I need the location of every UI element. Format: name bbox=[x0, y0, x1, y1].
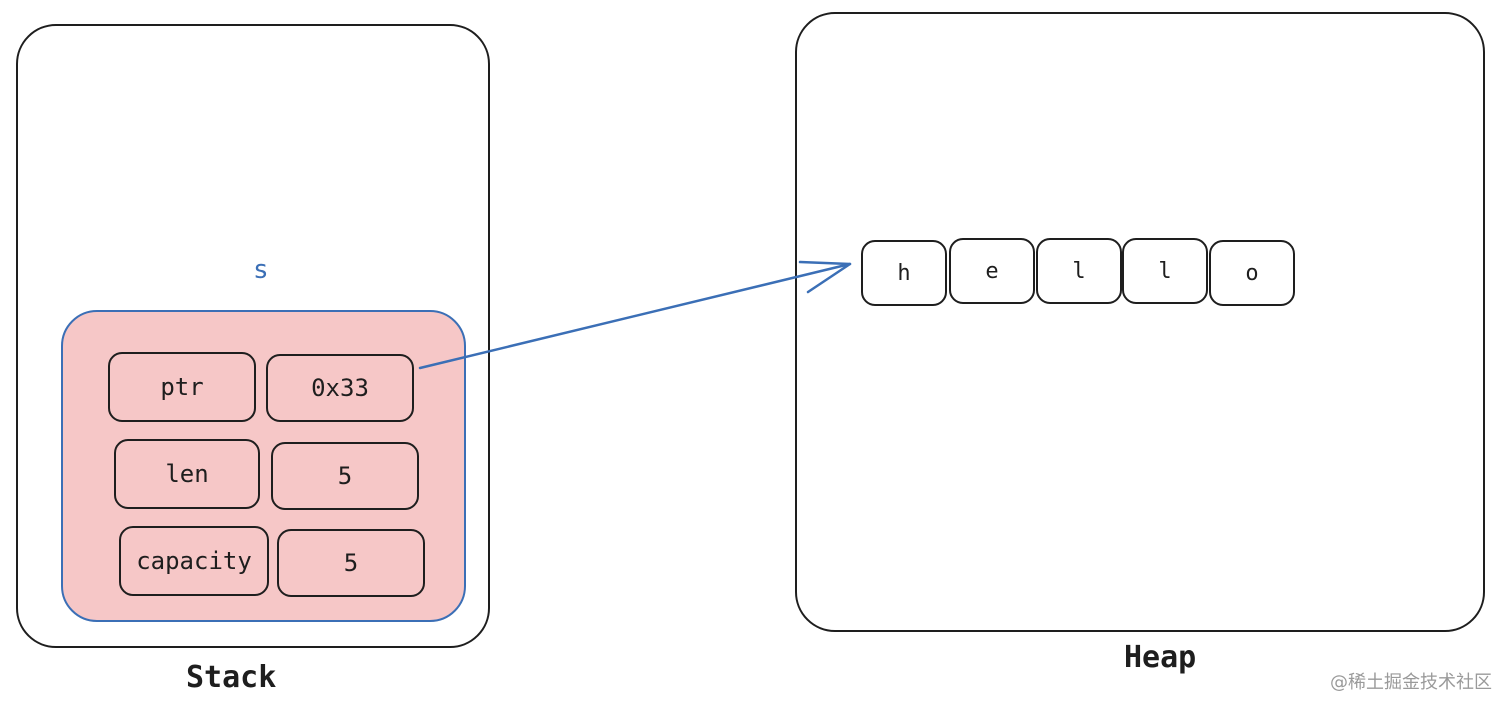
heap-char-cell: h bbox=[861, 240, 947, 306]
heap-char-cell: l bbox=[1036, 238, 1122, 304]
heap-char-cell: e bbox=[949, 238, 1035, 304]
watermark: @稀土掘金技术社区 bbox=[1330, 672, 1492, 693]
heap-char-cell: l bbox=[1122, 238, 1208, 304]
heap-char-cell: o bbox=[1209, 240, 1295, 306]
heap-title: Heap bbox=[1124, 640, 1197, 675]
field-name-capacity: capacity bbox=[119, 526, 269, 596]
stack-title: Stack bbox=[186, 660, 277, 695]
field-name-ptr: ptr bbox=[108, 352, 256, 422]
variable-name-label: s bbox=[253, 255, 269, 285]
field-value-len: 5 bbox=[271, 442, 419, 510]
field-value-capacity: 5 bbox=[277, 529, 425, 597]
field-name-len: len bbox=[114, 439, 260, 509]
heap-frame bbox=[795, 12, 1485, 632]
field-value-ptr: 0x33 bbox=[266, 354, 414, 422]
